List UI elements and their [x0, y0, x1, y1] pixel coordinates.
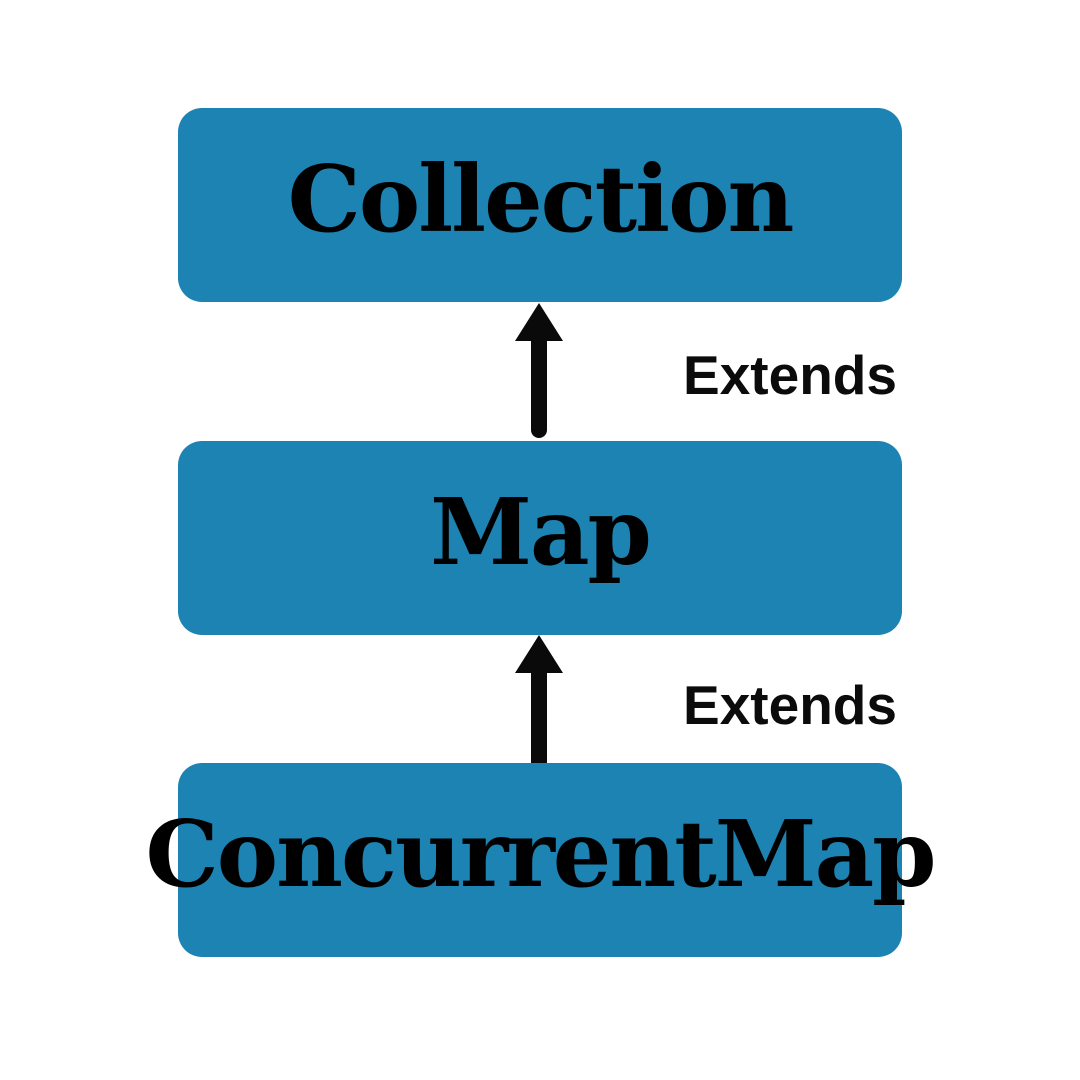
node-collection: Collection	[178, 108, 902, 302]
arrow-stem	[531, 339, 547, 438]
arrow-head-icon	[515, 303, 563, 341]
node-map-label: Map	[430, 478, 652, 586]
arrow-head-icon	[515, 635, 563, 673]
node-concurrentmap: ConcurrentMap	[145, 763, 937, 957]
arrow-stem	[531, 671, 547, 772]
extends-label-map-to-collection: Extends	[683, 344, 897, 406]
up-arrow-icon	[515, 303, 563, 438]
extends-label-concurrentmap-to-map: Extends	[683, 674, 897, 736]
node-concurrentmap-label: ConcurrentMap	[145, 800, 936, 908]
node-collection-label: Collection	[287, 145, 795, 253]
node-map: Map	[178, 441, 902, 635]
up-arrow-icon	[515, 635, 563, 772]
